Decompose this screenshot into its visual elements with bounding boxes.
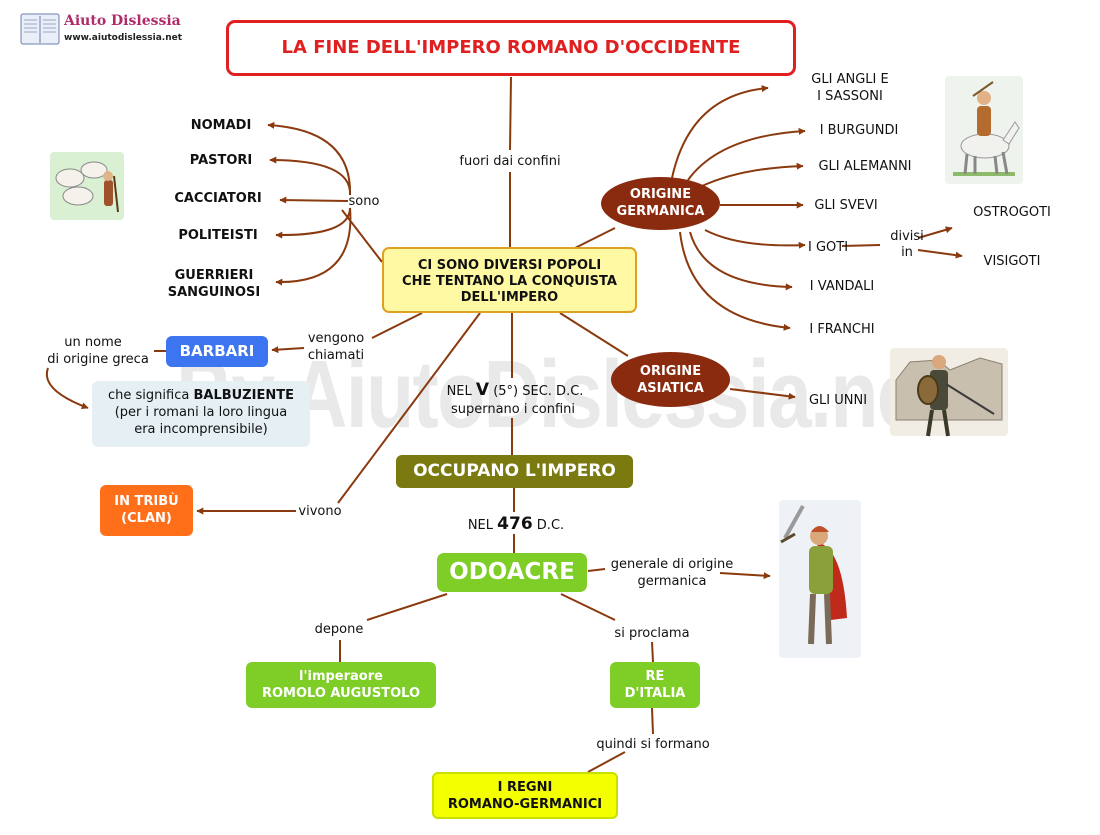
fifth-century-post: (5°) SEC. D.C. <box>493 384 584 399</box>
in-tribu-node: IN TRIBÙ (CLAN) <box>100 485 193 536</box>
fifth-century-pre: NEL <box>446 384 472 399</box>
balbuziente-pre: che significa <box>108 388 190 403</box>
link-si-proclama: si proclama <box>614 626 690 641</box>
regni-line-2: ROMANO-GERMANICI <box>447 797 603 812</box>
central-line-1: CI SONO DIVERSI POPOLI <box>417 258 602 273</box>
people-sassoni: I SASSONI <box>817 89 883 104</box>
link-vivono: vivono <box>298 504 342 519</box>
year-label: NEL 476 D.C. <box>456 514 576 536</box>
link-vengono: vengono <box>307 331 365 346</box>
link-quindi-si-formano: quindi si formano <box>596 737 710 752</box>
odoacre-node: ODOACRE <box>437 553 587 592</box>
attribute-sanguinosi: SANGUINOSI <box>167 285 261 300</box>
link-depone: depone <box>314 622 364 637</box>
central-line-2: CHE TENTANO LA CONQUISTA <box>402 274 617 289</box>
map-title: LA FINE DELL'IMPERO ROMANO D'OCCIDENTE <box>226 20 796 76</box>
asiatica-label-1: ORIGINE <box>639 364 702 379</box>
balbuziente-note: che significa BALBUZIENTE (per i romani … <box>92 381 310 447</box>
link-in: in <box>901 245 913 260</box>
link-divisi: divisi <box>890 229 924 244</box>
balbuziente-word: BALBUZIENTE <box>193 388 294 403</box>
year-pre: NEL <box>467 518 494 533</box>
people-goti: I GOTI <box>808 240 849 255</box>
origine-asiatica-node: ORIGINE ASIATICA <box>611 352 730 407</box>
tribu-line-2: (CLAN) <box>121 511 172 526</box>
attribute-pastori: PASTORI <box>189 153 253 168</box>
link-chiamati: chiamati <box>307 348 365 363</box>
odoacre-illustration <box>779 500 861 658</box>
balbuziente-line-3: era incomprensibile) <box>134 422 268 437</box>
link-sono: sono <box>348 194 380 209</box>
regni-line-1: I REGNI <box>497 780 553 795</box>
attribute-nomadi: NOMADI <box>190 118 252 133</box>
people-alemanni: GLI ALEMANNI <box>818 159 912 174</box>
link-supernano: supernano i confini <box>450 402 576 417</box>
logo-url: www.aiutodislessia.net <box>64 33 183 43</box>
shepherd-sheep-illustration <box>50 152 124 220</box>
open-book-icon <box>20 13 60 45</box>
regni-romano-germanici-node: I REGNI ROMANO-GERMANICI <box>432 772 618 819</box>
imperatore-line-1: l'imperaore <box>299 669 383 684</box>
re-line-1: RE <box>645 669 665 684</box>
people-svevi: GLI SVEVI <box>814 198 878 213</box>
attribute-politeisti: POLITEISTI <box>178 228 258 243</box>
logo-name: Aiuto Dislessia <box>64 13 181 29</box>
asiatica-label-2: ASIATICA <box>637 381 704 396</box>
germanica-label-2: GERMANICA <box>616 204 705 219</box>
tribu-line-1: IN TRIBÙ <box>114 494 179 509</box>
people-vandali: I VANDALI <box>809 279 875 294</box>
link-germanica: germanica <box>637 574 707 589</box>
origine-germanica-node: ORIGINE GERMANICA <box>601 177 720 230</box>
people-angli: GLI ANGLI E <box>811 72 889 87</box>
romolo-augustolo-node: l'imperaore ROMOLO AUGUSTOLO <box>246 662 436 708</box>
occupano-impero-node: OCCUPANO L'IMPERO <box>396 455 633 488</box>
year-post: D.C. <box>536 518 565 533</box>
balbuziente-line-1: che significa BALBUZIENTE <box>92 387 310 404</box>
fifth-century-label: NEL V (5°) SEC. D.C. <box>432 381 598 401</box>
germanica-label-1: ORIGINE <box>629 187 692 202</box>
re-line-2: D'ITALIA <box>624 686 686 701</box>
barbari-node: BARBARI <box>166 336 268 367</box>
attribute-guerrieri: GUERRIERI <box>174 268 254 283</box>
fifth-century-numeral: V <box>475 380 490 400</box>
branch-ostrogoti: OSTROGOTI <box>973 205 1051 220</box>
aiutodislessia-logo[interactable]: Aiuto Dislessia www.aiutodislessia.net <box>20 12 182 48</box>
year-number: 476 <box>497 514 533 534</box>
link-generale: generale di origine <box>610 557 734 572</box>
imperatore-line-2: ROMOLO AUGUSTOLO <box>261 686 421 701</box>
link-origine-greca: di origine greca <box>47 352 149 367</box>
people-unni: GLI UNNI <box>808 393 868 408</box>
germanic-rider-illustration <box>945 76 1023 184</box>
re-ditalia-node: RE D'ITALIA <box>610 662 700 708</box>
branch-visigoti: VISIGOTI <box>983 254 1041 269</box>
link-un-nome: un nome <box>64 335 122 350</box>
attribute-cacciatori: CACCIATORI <box>174 191 262 206</box>
hun-warrior-illustration <box>890 348 1008 437</box>
link-fuori-dai-confini: fuori dai confini <box>459 154 561 169</box>
central-node: CI SONO DIVERSI POPOLI CHE TENTANO LA CO… <box>382 247 637 313</box>
people-franchi: I FRANCHI <box>809 322 875 337</box>
balbuziente-line-2: (per i romani la loro lingua <box>114 405 288 420</box>
people-burgundi: I BURGUNDI <box>819 123 899 138</box>
central-line-3: DELL'IMPERO <box>460 290 559 305</box>
